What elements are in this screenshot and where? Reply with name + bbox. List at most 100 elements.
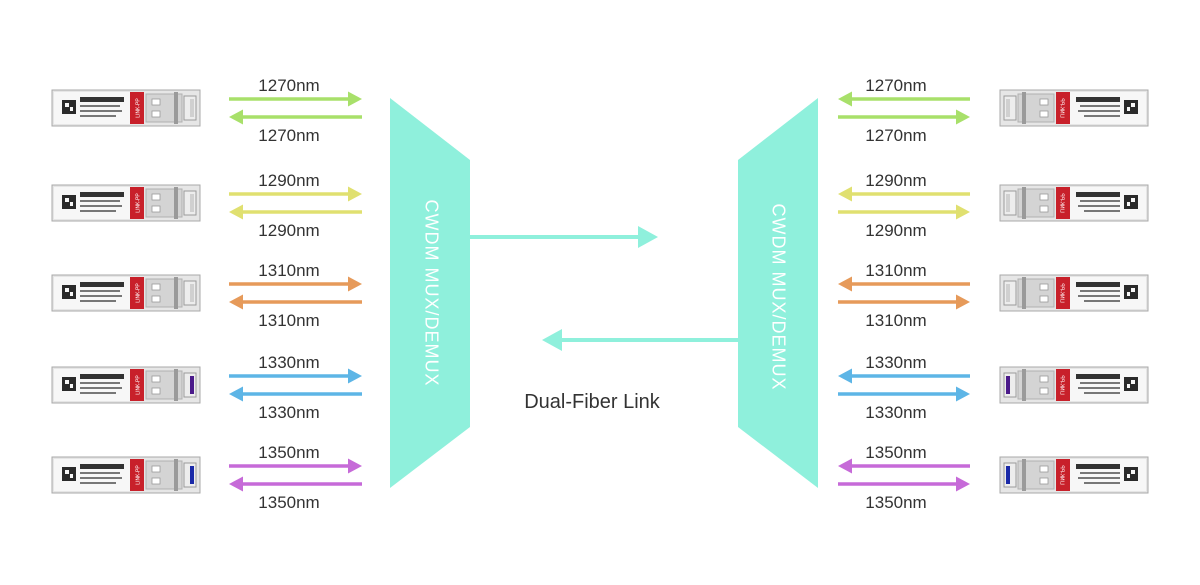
port-icon xyxy=(151,110,161,118)
text-line-icon xyxy=(80,382,120,384)
right-arrow-rx-0 xyxy=(838,109,970,125)
text-line-icon xyxy=(1078,110,1120,112)
right-arrow-tx-1-head xyxy=(838,186,852,202)
right-arrow-tx-2-head xyxy=(838,276,852,292)
latch-color-icon xyxy=(1006,194,1010,212)
right-label-top-4: 1350nm xyxy=(865,443,926,462)
brand-block-icon xyxy=(130,92,144,124)
link-label: Dual-Fiber Link xyxy=(524,391,661,413)
right-label-bottom-1: 1290nm xyxy=(865,221,926,240)
divider-icon xyxy=(174,459,178,491)
trunk-arrowhead-right xyxy=(638,226,658,248)
text-line-icon xyxy=(80,300,116,302)
divider-icon xyxy=(1022,187,1026,219)
right-arrow-rx-4-head xyxy=(956,476,970,492)
divider-icon xyxy=(174,92,178,124)
text-line-icon xyxy=(1078,477,1120,479)
divider-icon xyxy=(1022,369,1026,401)
text-line-icon xyxy=(80,477,122,479)
qr-dot-icon xyxy=(1127,202,1130,206)
dual-fiber-trunk xyxy=(470,226,738,351)
text-line-icon xyxy=(1080,382,1120,384)
left-arrow-tx-1-head xyxy=(348,186,362,202)
text-line-icon xyxy=(80,472,120,474)
port-icon xyxy=(151,98,161,106)
transceiver-right-2: LINK-PP xyxy=(999,274,1149,312)
port-icon xyxy=(1039,283,1049,291)
left-arrow-tx-4-head xyxy=(348,458,362,474)
left-arrow-rx-2 xyxy=(229,294,362,310)
brand-label: LINK-PP xyxy=(135,375,141,395)
right-arrow-rx-1-head xyxy=(956,204,970,220)
barcode-icon xyxy=(1076,282,1120,287)
port-icon xyxy=(151,387,161,395)
qr-dot-icon xyxy=(1127,107,1130,111)
brand-block-icon xyxy=(1056,92,1070,124)
text-line-icon xyxy=(80,205,122,207)
text-line-icon xyxy=(1084,210,1120,212)
text-line-icon xyxy=(80,115,116,117)
text-line-icon xyxy=(80,482,116,484)
left-label-top-3: 1330nm xyxy=(258,353,319,372)
right-arrow-tx-2 xyxy=(838,276,970,292)
qr-dot-icon xyxy=(65,103,69,107)
text-line-icon xyxy=(1080,105,1120,107)
left-label-bottom-4: 1350nm xyxy=(258,493,319,512)
text-line-icon xyxy=(80,200,120,202)
latch-color-icon xyxy=(190,194,194,212)
port-icon xyxy=(151,477,161,485)
port-icon xyxy=(151,295,161,303)
port-icon xyxy=(151,465,161,473)
divider-icon xyxy=(174,277,178,309)
port-icon xyxy=(1039,295,1049,303)
right-arrow-rx-0-head xyxy=(956,109,970,125)
right-arrow-rx-1 xyxy=(838,204,970,220)
left-arrow-tx-2 xyxy=(229,276,362,292)
left-arrow-rx-3-head xyxy=(229,386,243,402)
brand-label: LINK-PP xyxy=(135,283,141,303)
left-arrow-rx-4 xyxy=(229,476,362,492)
qr-dot-icon xyxy=(70,384,73,388)
barcode-icon xyxy=(80,282,124,287)
port-icon xyxy=(151,193,161,201)
text-line-icon xyxy=(1078,387,1120,389)
divider-icon xyxy=(1022,92,1026,124)
left-arrow-rx-1-head xyxy=(229,204,243,220)
wavelength-arrows: 1270nm1270nm1270nm1270nm1290nm1290nm1290… xyxy=(229,76,970,512)
text-line-icon xyxy=(80,210,116,212)
brand-block-icon xyxy=(1056,459,1070,491)
transceiver-left-3: LINK-PP xyxy=(51,366,201,404)
qr-dot-icon xyxy=(1127,292,1130,296)
text-line-icon xyxy=(1084,392,1120,394)
left-arrow-tx-3 xyxy=(229,368,362,384)
port-icon xyxy=(151,205,161,213)
right-label-bottom-0: 1270nm xyxy=(865,126,926,145)
port-icon xyxy=(1039,98,1049,106)
port-icon xyxy=(1039,205,1049,213)
right-arrow-tx-0 xyxy=(838,91,970,107)
transceiver-right-4: LINK-PP xyxy=(999,456,1149,494)
brand-label: LINK-PP xyxy=(1059,193,1065,213)
text-line-icon xyxy=(1084,300,1120,302)
qr-dot-icon xyxy=(70,474,73,478)
qr-dot-icon xyxy=(65,380,69,384)
right-arrow-tx-3 xyxy=(838,368,970,384)
right-label-bottom-4: 1350nm xyxy=(865,493,926,512)
right-arrow-tx-1 xyxy=(838,186,970,202)
left-arrow-tx-2-head xyxy=(348,276,362,292)
text-line-icon xyxy=(80,110,122,112)
brand-block-icon xyxy=(130,187,144,219)
left-arrow-rx-0 xyxy=(229,109,362,125)
latch-color-icon xyxy=(190,99,194,117)
latch-color-icon xyxy=(190,284,194,302)
brand-block-icon xyxy=(130,459,144,491)
qr-dot-icon xyxy=(70,202,73,206)
right-label-top-3: 1330nm xyxy=(865,353,926,372)
port-icon xyxy=(1039,387,1049,395)
latch-color-icon xyxy=(190,376,194,394)
text-line-icon xyxy=(1080,290,1120,292)
mux-right-label: CWDM MUX/DEMUX xyxy=(768,204,788,391)
right-arrow-tx-0-head xyxy=(838,91,852,107)
barcode-icon xyxy=(80,97,124,102)
right-arrow-tx-4 xyxy=(838,458,970,474)
